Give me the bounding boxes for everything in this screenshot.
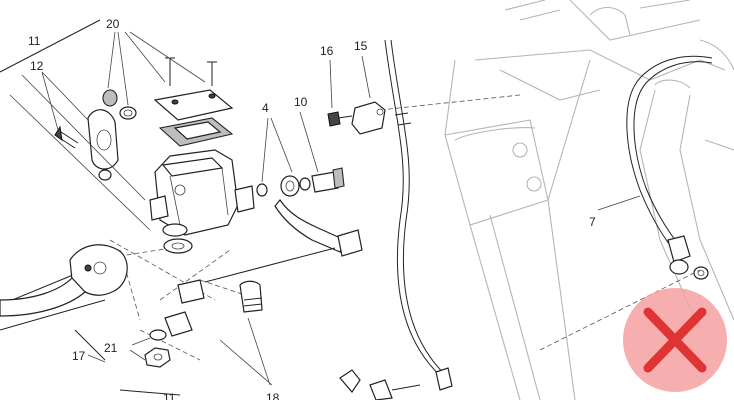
bracket-15-16 bbox=[327, 101, 386, 135]
reservoir-cap bbox=[102, 57, 234, 147]
label-10: 10 bbox=[294, 95, 308, 109]
banjo-fitting bbox=[256, 167, 363, 257]
label-17: 17 bbox=[72, 349, 86, 363]
label-7: 7 bbox=[589, 215, 596, 229]
label-15: 15 bbox=[354, 39, 368, 53]
label-4: 4 bbox=[262, 101, 269, 115]
brake-hose bbox=[626, 55, 713, 280]
label-21: 21 bbox=[104, 341, 118, 355]
label-20: 20 bbox=[106, 17, 120, 31]
close-x-icon[interactable] bbox=[623, 288, 727, 392]
pushrod-switch bbox=[144, 247, 336, 368]
brake-lever bbox=[0, 244, 128, 317]
bottom-fittings bbox=[339, 369, 421, 400]
label-16: 16 bbox=[320, 44, 334, 58]
label-11: 11 bbox=[28, 34, 41, 48]
handlebar-clamp bbox=[54, 109, 119, 181]
label-11-bottom: 11 bbox=[163, 391, 176, 400]
label-leaders bbox=[0, 19, 641, 396]
part-labels: 11 12 20 16 15 4 10 7 17 21 11 18 bbox=[28, 17, 596, 400]
cable bbox=[384, 39, 453, 391]
label-18: 18 bbox=[266, 391, 280, 400]
x-stroke-2 bbox=[643, 307, 707, 373]
front-fork-ghost bbox=[444, 0, 734, 400]
label-12: 12 bbox=[30, 59, 44, 73]
master-cylinder bbox=[149, 149, 255, 254]
